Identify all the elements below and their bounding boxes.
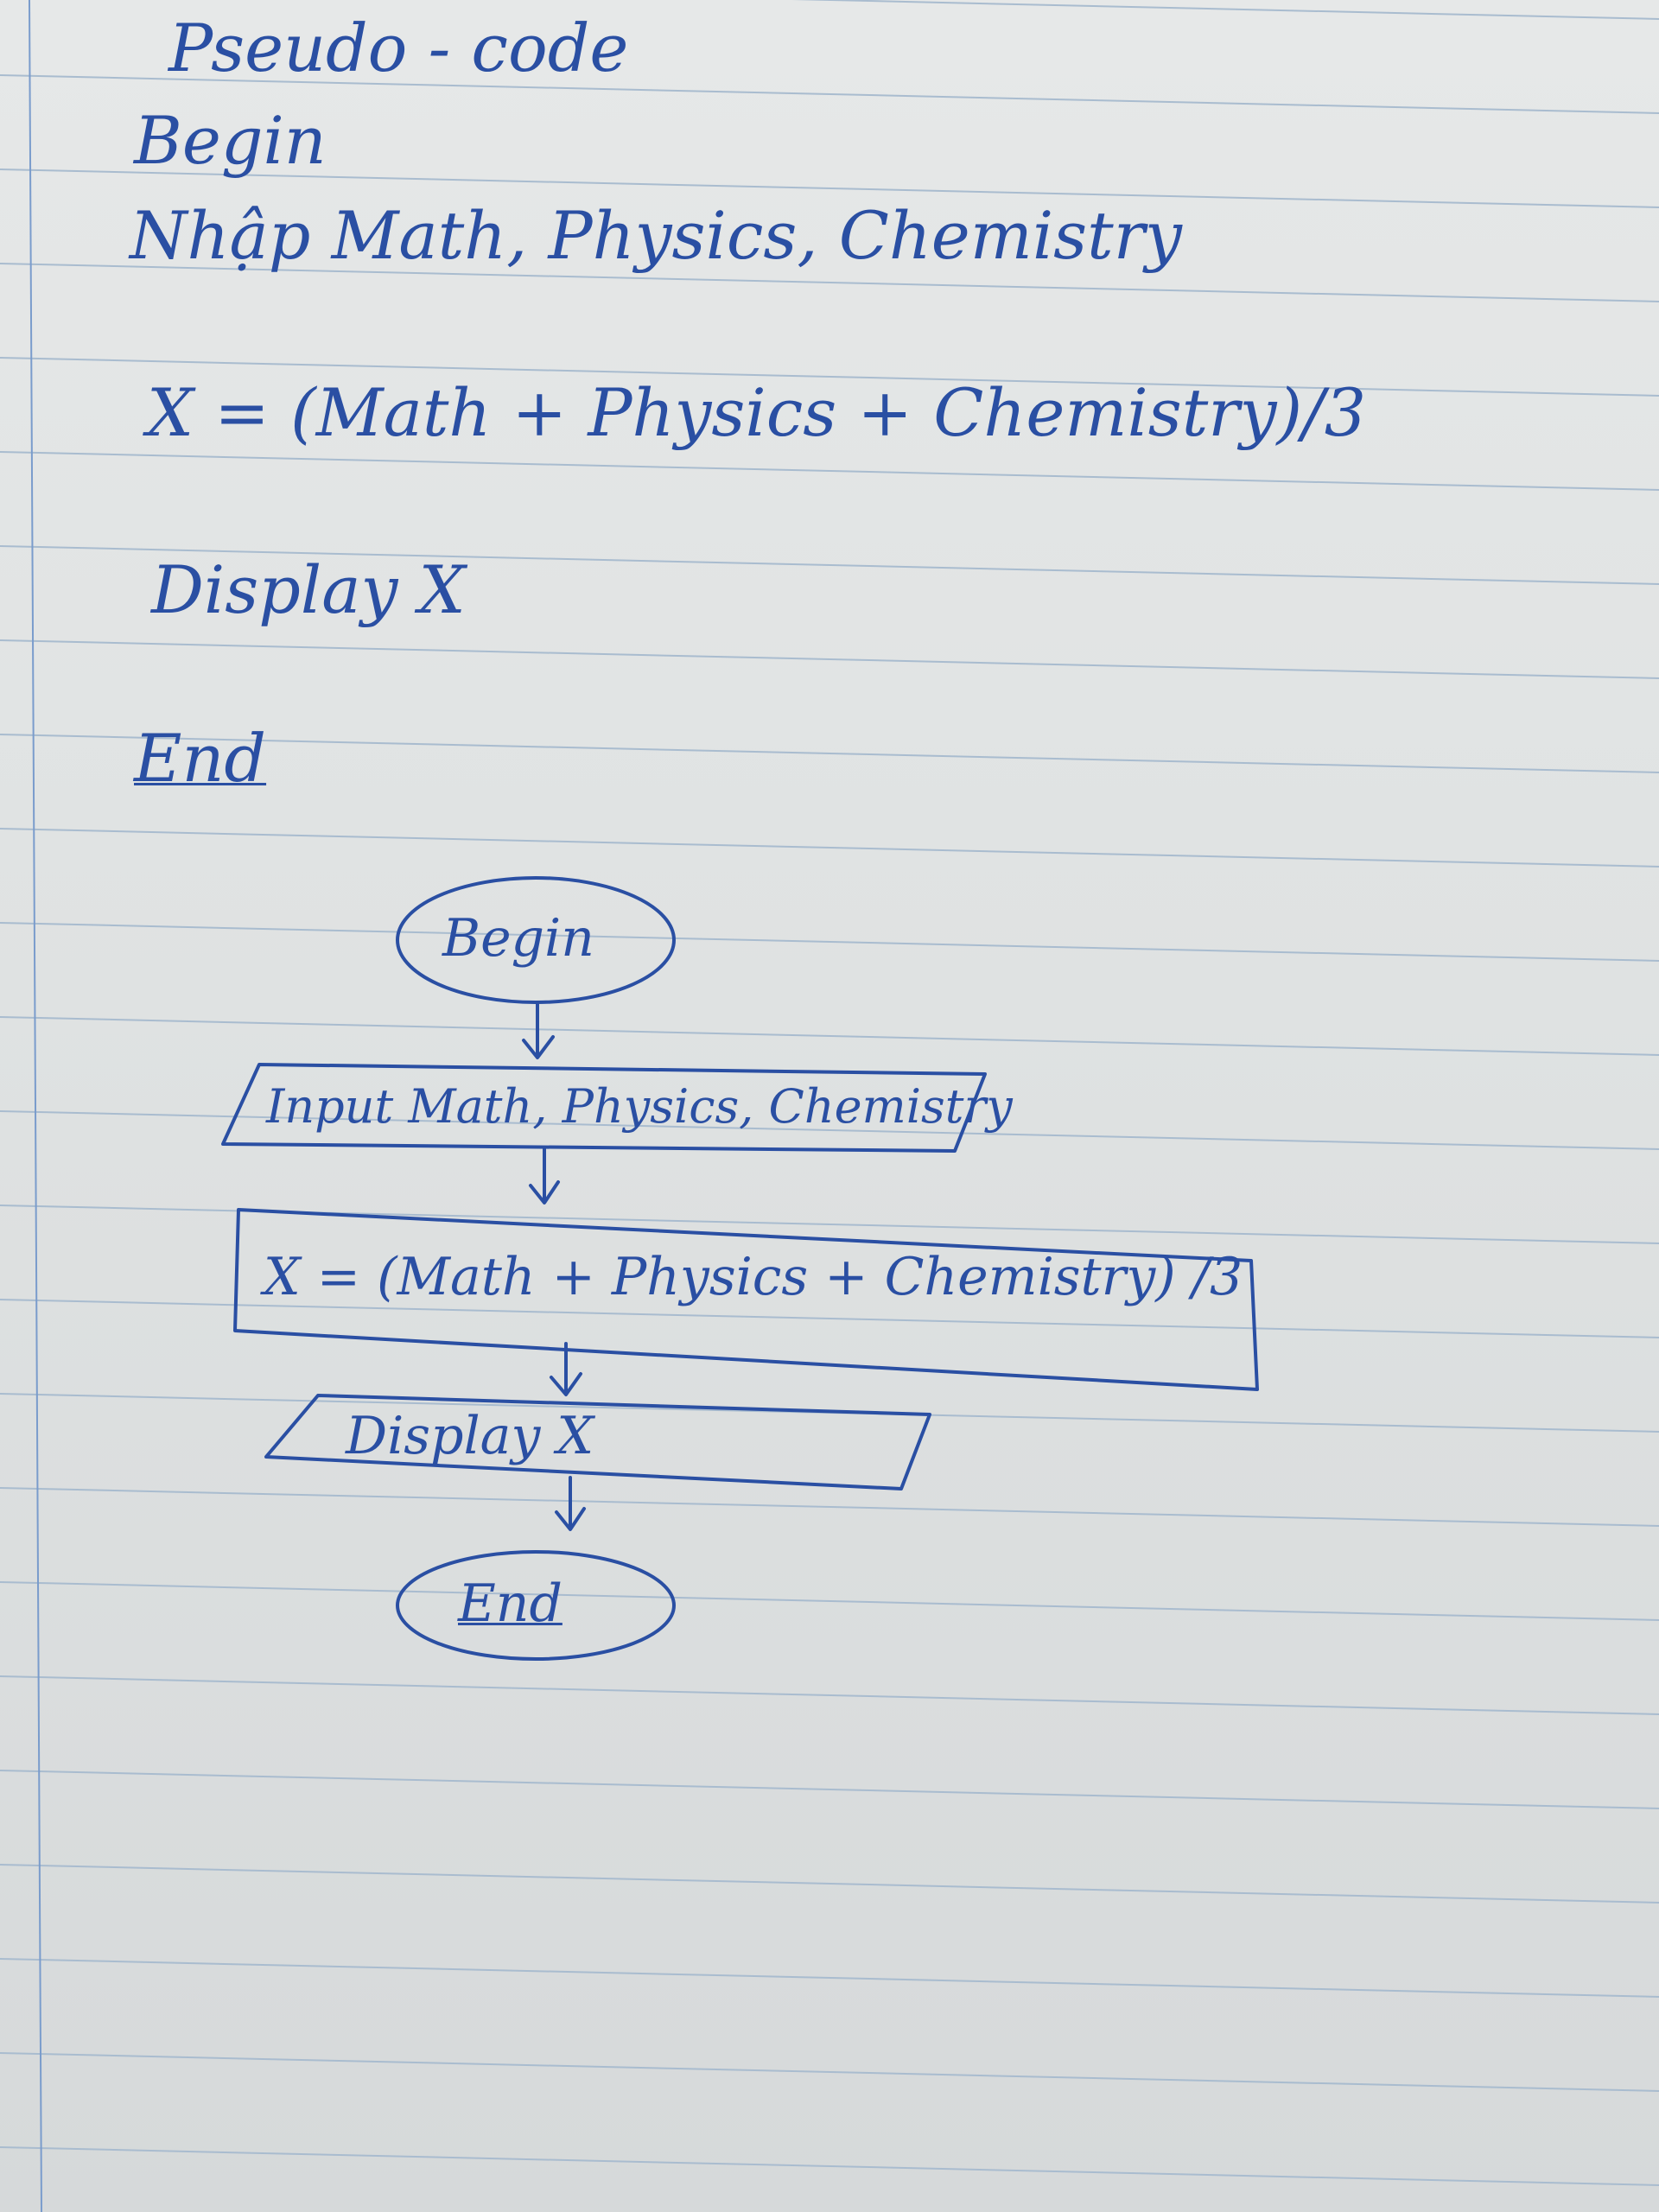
arrow-input-process — [529, 1147, 560, 1205]
rule-line — [0, 1958, 1659, 1998]
rule-line — [0, 168, 1659, 208]
rule-line — [791, 0, 1659, 20]
rule-line — [0, 922, 1659, 962]
pseudocode-line-formula: X = (Math + Physics + Chemistry)/3 — [147, 374, 1367, 451]
rule-line — [0, 1299, 1659, 1338]
rule-line — [0, 1675, 1659, 1715]
rule-line — [0, 828, 1659, 868]
rule-line — [0, 74, 1659, 114]
rule-line — [0, 357, 1659, 397]
output-parallelogram — [264, 1394, 931, 1491]
begin-terminator — [396, 876, 676, 1004]
margin-line — [29, 0, 42, 2212]
output-label: Display X — [346, 1406, 594, 1466]
rule-line — [0, 1864, 1659, 1904]
rule-line — [0, 263, 1659, 302]
process-rectangle — [233, 1208, 1259, 1391]
rule-line — [0, 1581, 1659, 1621]
rule-line — [0, 1110, 1659, 1150]
rule-line — [0, 2146, 1659, 2186]
arrow-process-output — [550, 1342, 582, 1396]
rule-line — [0, 451, 1659, 491]
rule-line — [0, 545, 1659, 585]
rule-line — [0, 1770, 1659, 1809]
end-terminator — [396, 1550, 676, 1661]
arrow-begin-input — [522, 1002, 555, 1059]
begin-label: Begin — [442, 908, 594, 969]
rule-line — [0, 1016, 1659, 1056]
rule-line — [0, 1487, 1659, 1527]
rule-line — [0, 2052, 1659, 2092]
end-label: End — [458, 1573, 563, 1634]
pseudocode-line-input: Nhập Math, Physics, Chemistry — [130, 197, 1182, 274]
rule-line — [0, 734, 1659, 773]
input-parallelogram — [221, 1063, 987, 1153]
arrow-output-end — [555, 1476, 586, 1531]
rule-line — [0, 639, 1659, 679]
pseudocode-title: Pseudo - code — [168, 10, 629, 86]
pseudocode-line-display: Display X — [151, 551, 466, 628]
process-label: X = (Math + Physics + Chemistry) /3 — [264, 1247, 1243, 1307]
pseudocode-line-end: End — [134, 720, 267, 797]
pseudocode-line-begin: Begin — [134, 102, 327, 179]
input-label: Input Math, Physics, Chemistry — [266, 1079, 1013, 1134]
